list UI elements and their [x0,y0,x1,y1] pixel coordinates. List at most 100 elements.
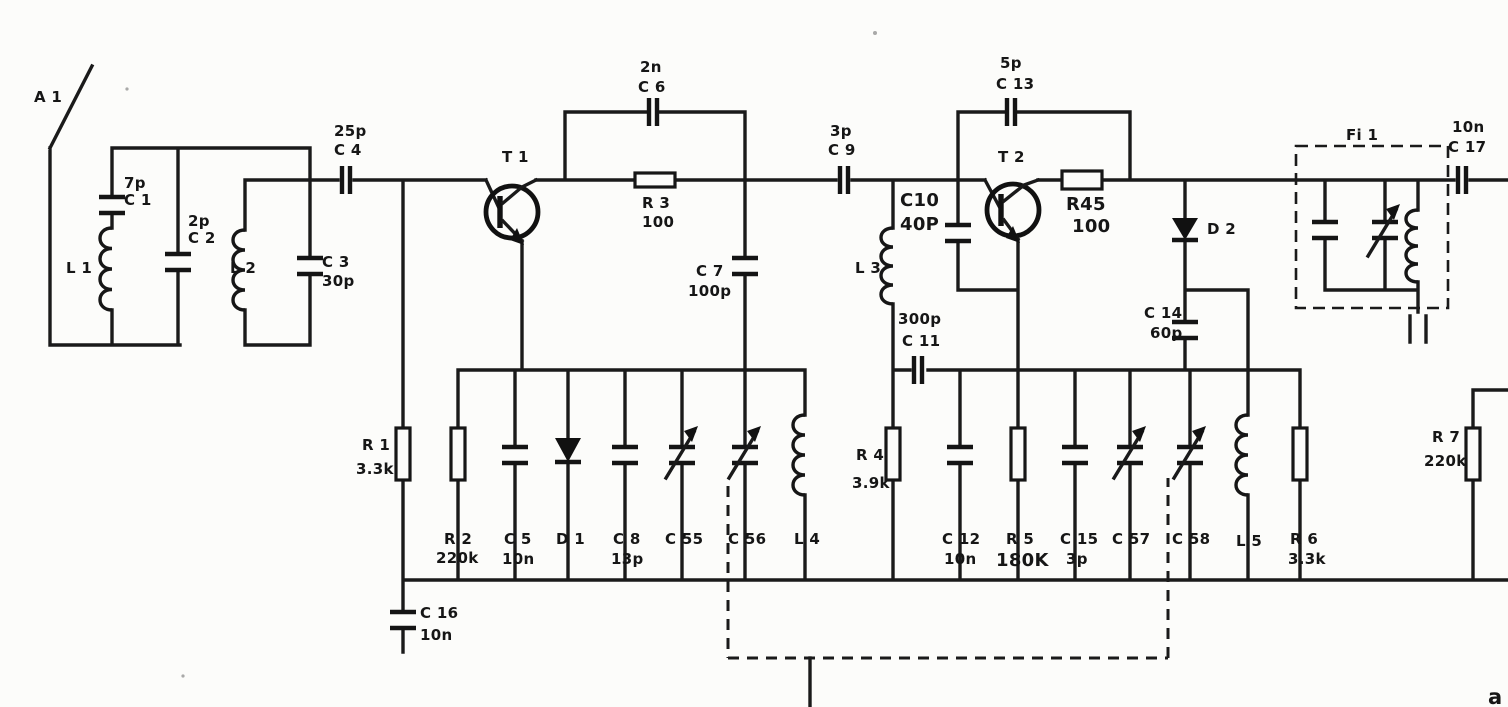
trimmer-c57-arrow-shaft [1111,429,1145,481]
label-c10-ref: C10 [900,190,939,211]
resistor-r45-body [1060,169,1104,191]
resistor-r2-body [449,426,467,482]
filter-fi1-dashed-box [1294,144,1450,310]
filter-trimmer-arrow-head [1386,204,1400,220]
transistor-t2-emitter-arrow [1006,226,1020,243]
label-r5-ref: R 5 [1006,530,1034,548]
label-r6-ref: R 6 [1290,530,1318,548]
label-d1: D 1 [556,530,585,548]
label-r1-value: 3.3k [356,460,394,478]
label-c13-value: 5p [1000,54,1022,72]
label-c7-ref: C 7 [696,262,724,280]
label-r2-ref: R 2 [444,530,472,548]
label-c5-value: 10n [502,550,534,568]
inductor-l5-coil [1234,413,1249,497]
trimmer-c56-arrow-head [747,426,761,442]
label-c11-ref: C 11 [902,332,940,350]
trimmer-c55-arrow-head [684,426,698,442]
transistor-t1 [483,177,541,245]
label-l4: L 4 [794,530,820,548]
label-c6-ref: C 6 [638,78,666,96]
label-t1: T 1 [502,148,529,166]
label-c12-value: 10n [944,550,976,568]
label-c55: C 55 [665,530,703,548]
filter-coil [1404,208,1419,284]
label-r5-value: 180K [996,550,1049,571]
scan-speck [125,87,129,91]
diode-d1 [555,438,581,465]
label-c15-value: 3p [1066,550,1088,568]
label-l1: L 1 [66,259,92,277]
inductor-l3-coil [879,226,894,306]
label-r1-ref: R 1 [362,436,390,454]
transistor-t1-collector [500,177,539,206]
label-c16-value: 10n [420,626,452,644]
transistor-t2 [984,177,1042,243]
resistor-r3-body [633,171,677,189]
label-r45-ref: R45 [1066,194,1106,215]
capacitor-plates [99,98,1469,631]
label-c6-value: 2n [640,58,662,76]
inductor-l1-coil [98,226,113,312]
resistor-r4-body [884,426,902,482]
label-c9-value: 3p [830,122,852,140]
filter-trimmer-arrow-shaft [1365,207,1399,259]
label-l2: L 2 [230,259,256,277]
label-c58: C 58 [1172,530,1210,548]
inductors [98,208,1419,497]
label-c17-ref: C 17 [1448,138,1486,156]
label-c16-ref: C 16 [420,604,458,622]
label-d2: D 2 [1207,220,1236,238]
label-c56: C 56 [728,530,766,548]
transistor-t2-collector [1001,177,1041,204]
inductor-l4-coil [791,413,806,497]
scan-speck [873,31,877,35]
label-r4-value: 3.9k [852,474,890,492]
label-c3-ref: C 3 [322,253,350,271]
label-c4-value: 25p [334,122,367,140]
diode-d2 [1172,218,1198,243]
label-r2-value: 220k [436,549,479,567]
label-r3-ref: R 3 [642,194,670,212]
label-c4-ref: C 4 [334,141,362,159]
trimmer-c55-arrow-shaft [663,429,697,481]
tuning-gang-linkage-dashed [726,478,1170,660]
trimmer-arrows [663,204,1400,481]
inductor-l2-coil [231,228,246,312]
scan-speck [181,674,185,678]
label-c11-value: 300p [898,310,941,328]
label-c1-ref: C 1 [124,191,152,209]
label-r7-ref: R 7 [1432,428,1460,446]
resistor-r7-body [1464,426,1482,482]
label-c14-value: 60p [1150,324,1183,342]
label-a1: A 1 [34,88,62,106]
resistor-r6-body [1291,426,1309,482]
transistor-t1-emitter-arrow [510,228,524,245]
label-c8-ref: C 8 [613,530,641,548]
label-t2: T 2 [998,148,1025,166]
label-c14-ref: C 14 [1144,304,1182,322]
diode-d2-triangle [1172,218,1198,240]
label-c10-value: 40P [900,214,939,235]
label-r45-value: 100 [1072,216,1110,237]
label-c9-ref: C 9 [828,141,856,159]
label-c2-value: 2p [188,212,210,230]
label-r4-ref: R 4 [856,446,884,464]
label-c57: C 57 [1112,530,1150,548]
diode-d1-triangle [555,438,581,462]
label-l3: L 3 [855,259,881,277]
trimmer-c58-arrow-shaft [1171,429,1205,481]
label-c15-ref: C 15 [1060,530,1098,548]
label-corner-mark: a [1488,685,1502,707]
label-c8-value: 13p [611,550,644,568]
label-c3-value: 30p [322,272,355,290]
label-c5-ref: C 5 [504,530,532,548]
label-fi1: Fi 1 [1346,126,1378,144]
label-r7-value: 220k [1424,452,1467,470]
label-c7-value: 100p [688,282,731,300]
resistors [394,169,1482,482]
label-c13-ref: C 13 [996,75,1034,93]
label-c12-ref: C 12 [942,530,980,548]
label-c1-value: 7p [124,174,146,192]
